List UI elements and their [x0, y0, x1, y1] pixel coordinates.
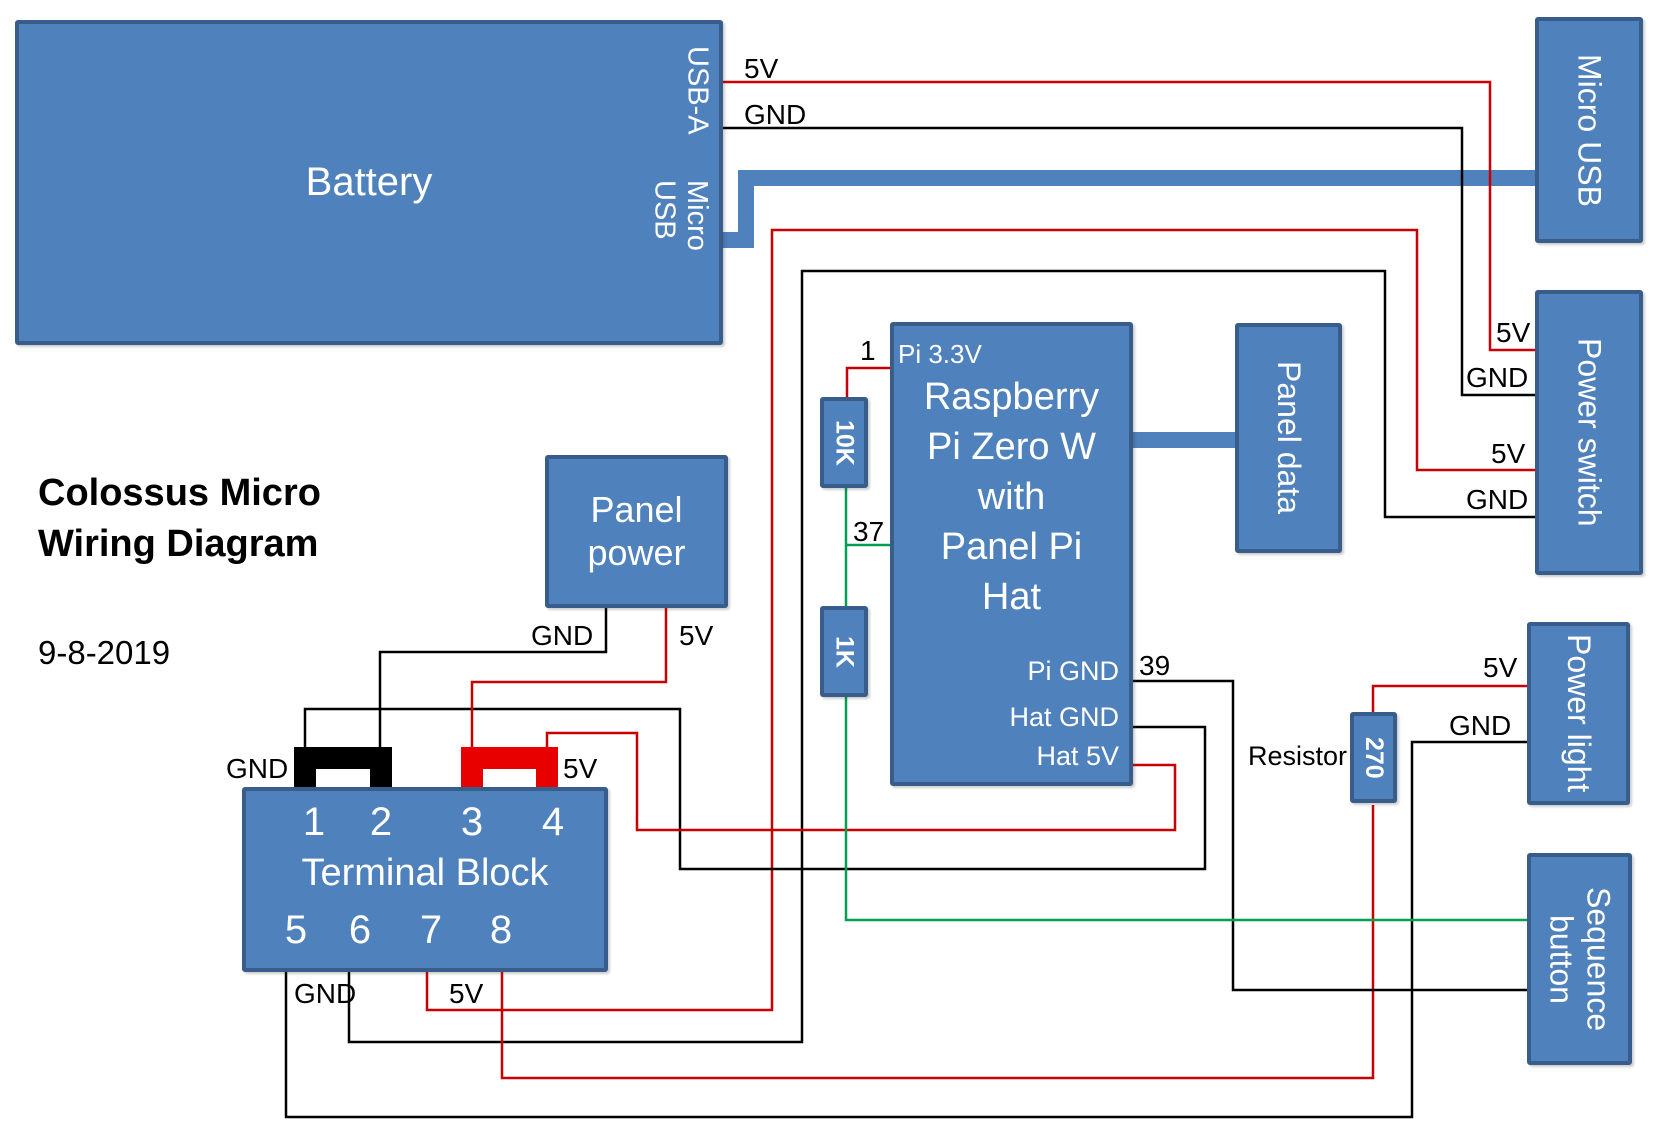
box-power-light: Power light	[1527, 622, 1630, 805]
terminal-pin-8: 8	[489, 908, 513, 952]
wire-power-switch-gnd-to-pin6	[347, 269, 1537, 1044]
label-battery-5v: 5V	[744, 53, 779, 84]
label-tb-bottom-5v: 5V	[449, 978, 484, 1009]
diagram-title-line2: Wiring Diagram	[38, 523, 319, 565]
label-panel-power-5v: 5V	[679, 620, 714, 651]
pi-corner-label: Pi 3.3V	[898, 339, 982, 369]
label-pin-1: 1	[860, 335, 876, 366]
box-label-power-switch: Power switch	[1571, 338, 1608, 527]
wire-pin8-to-resistor-270	[500, 805, 1375, 1080]
label-power-switch-5v-lower: 5V	[1491, 438, 1526, 469]
terminal-pin-5: 5	[284, 908, 308, 952]
pi-label-line: Panel Pi	[940, 526, 1083, 568]
terminal-pin-1: 1	[302, 800, 326, 844]
box-battery: Battery	[15, 20, 723, 345]
wire-power-switch-5v-to-pin7	[425, 228, 1537, 1012]
label-pin-39: 39	[1139, 650, 1171, 681]
box-sequence-button: Sequence button	[1527, 853, 1632, 1065]
wire-hat-gnd-to-pin1	[303, 707, 1207, 871]
label-battery-gnd: GND	[744, 99, 807, 130]
label-pin-37: 37	[853, 516, 885, 547]
wire-usb-cable-battery-to-micro-usb	[718, 170, 1539, 248]
diagram-date: 9-8-2019	[38, 634, 171, 671]
box-label-resistor-10k: 10K	[830, 419, 859, 466]
label-battery-micro-usb: Micro USB	[648, 180, 713, 251]
label-tb-bottom-gnd: GND	[294, 978, 357, 1009]
label-tb-top-gnd: GND	[226, 753, 289, 784]
wire-pin39-to-sequence-button	[1130, 679, 1529, 992]
wire-panel-power-gnd-to-pin2	[378, 606, 608, 752]
box-label-resistor-270: 270	[1360, 736, 1388, 779]
terminal-block-title: Terminal Block	[301, 852, 549, 894]
label-tb-top-5v: 5V	[563, 753, 598, 784]
wire-pin5-to-power-light-gnd	[284, 740, 1529, 1119]
box-label-micro-usb: Micro USB	[1571, 53, 1608, 207]
box-resistor-270: 270	[1350, 712, 1397, 803]
pi-pin-label: Hat 5V	[1036, 741, 1119, 771]
pi-label-line: with	[977, 476, 1046, 518]
box-label-power-light: Power light	[1561, 634, 1598, 793]
wire-jumper-gnd-pins-1-2	[294, 747, 392, 790]
wire-battery-5v-to-power-switch	[723, 80, 1537, 352]
terminal-pin-6: 6	[348, 908, 372, 952]
wire-panel-power-5v-to-pin3	[470, 606, 668, 752]
diagram-title: Colossus Micro Wiring Diagram	[38, 468, 321, 570]
box-micro-usb: Micro USB	[1535, 17, 1643, 243]
box-label-panel-data: Panel data	[1271, 361, 1308, 515]
box-panel-power: Panel power	[545, 455, 728, 608]
wire-hat-5v-to-pin4	[545, 731, 1177, 832]
label-power-switch-gnd-lower: GND	[1466, 484, 1529, 515]
box-label-sequence-button: Sequence button	[1543, 886, 1617, 1032]
box-label-panel-power: Panel power	[587, 489, 686, 573]
pi-pin-label: Hat GND	[1009, 702, 1119, 732]
wire-1k-to-sequence-button	[844, 695, 1529, 922]
terminal-pin-7: 7	[419, 908, 443, 952]
label-resistor-caption: Resistor	[1248, 741, 1348, 771]
pi-pin-label: Pi GND	[1027, 656, 1119, 686]
box-raspberry-pi: Pi GND Hat GND Hat 5V	[890, 322, 1133, 786]
label-battery-usb-a: USB-A	[681, 46, 714, 135]
label-power-switch-gnd-upper: GND	[1466, 362, 1529, 393]
diagram-title-line1: Colossus Micro	[38, 472, 321, 514]
box-label-battery: Battery	[305, 159, 433, 204]
box-resistor-1k: 1K	[820, 606, 868, 697]
label-power-light-gnd: GND	[1449, 710, 1512, 741]
wire-battery-gnd-to-power-switch	[723, 126, 1537, 397]
pi-label-line: Raspberry	[923, 376, 1100, 418]
terminal-pin-2: 2	[369, 800, 393, 844]
label-panel-power-gnd: GND	[531, 620, 594, 651]
box-panel-data: Panel data	[1235, 323, 1342, 553]
box-label-resistor-1k: 1K	[830, 635, 859, 668]
wire-resistor-270-to-power-light-5v	[1371, 684, 1529, 712]
wire-pi-3v3-pin1-to-10k	[845, 366, 892, 399]
box-resistor-10k: 10K	[820, 397, 868, 488]
label-power-switch-5v-upper: 5V	[1496, 317, 1531, 348]
wire-jumper-5v-pins-3-4	[461, 747, 558, 790]
pi-label-line: Pi Zero W	[927, 426, 1096, 468]
pi-label-line: Hat	[981, 576, 1042, 618]
label-power-light-5v: 5V	[1483, 652, 1518, 683]
box-power-switch: Power switch	[1535, 290, 1643, 575]
terminal-pin-4: 4	[541, 800, 565, 844]
terminal-pin-3: 3	[460, 800, 484, 844]
